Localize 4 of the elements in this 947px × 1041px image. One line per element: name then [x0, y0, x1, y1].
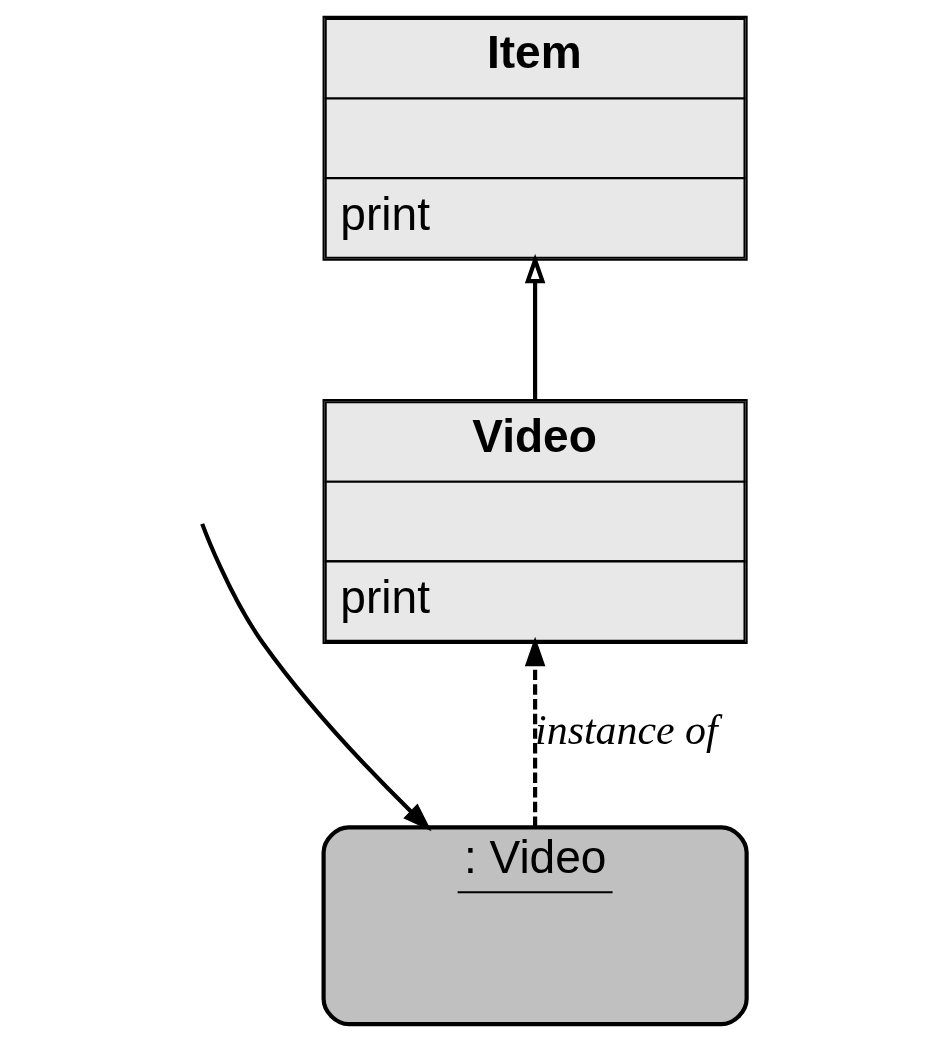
node-box: : Video [321, 825, 749, 1027]
arrow [524, 253, 545, 400]
arrow [199, 523, 432, 832]
arrow [524, 636, 545, 827]
